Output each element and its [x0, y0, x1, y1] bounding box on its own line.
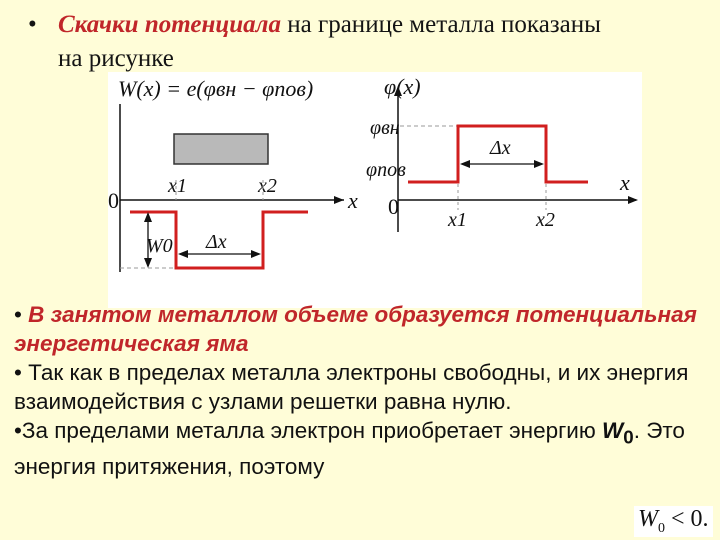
- w0-arrow-bottom: [144, 258, 152, 268]
- right-origin: 0: [388, 194, 399, 219]
- right-x2-label: x2: [535, 209, 555, 231]
- formula-symbol: W: [638, 506, 658, 532]
- energy-formula: W(x) = e(φвн − φпов): [118, 76, 313, 101]
- phi-axis-label: φ(x): [384, 74, 421, 99]
- heading-emphasis: Скачки потенциала: [58, 11, 281, 38]
- formula-subscript: 0: [658, 520, 665, 536]
- left-x-arrow: [334, 196, 344, 204]
- heading-bullet: •: [28, 11, 37, 38]
- left-origin: 0: [108, 188, 119, 213]
- formula-rest: < 0.: [665, 506, 709, 532]
- right-dx-label: Δx: [489, 137, 511, 159]
- potential-figure: W(x) = e(φвн − φпов) 0 x x1 x2 W0 Δx: [108, 72, 642, 308]
- left-dx-arrow-left: [178, 250, 188, 258]
- heading-line2: на рисунке: [58, 45, 174, 72]
- bullet-3: •За пределами металла электрон приобрета…: [14, 416, 718, 481]
- potential-diagram: W(x) = e(φвн − φпов) 0 x x1 x2 W0 Δx: [108, 74, 638, 272]
- right-x-arrow: [628, 196, 638, 204]
- bullet-3-symbol: W: [602, 418, 624, 443]
- body-text: • В занятом металлом объеме образуется п…: [14, 300, 718, 481]
- right-x-label: x: [619, 170, 630, 195]
- metal-block: [173, 133, 269, 165]
- bullet-1-emphasis: В занятом металлом объеме образуется пот…: [14, 302, 697, 356]
- left-dx-arrow-right: [251, 250, 261, 258]
- bullet-3-text: •За пределами металла электрон приобрета…: [14, 418, 602, 443]
- left-x1-label: x1: [167, 175, 187, 197]
- bullet-1-marker: •: [14, 302, 29, 327]
- left-panel: W(x) = e(φвн − φпов) 0 x x1 x2 W0 Δx: [108, 76, 358, 272]
- left-x2-label: x2: [257, 175, 277, 197]
- bullet-1: • В занятом металлом объеме образуется п…: [14, 300, 718, 358]
- w0-arrow-top: [144, 212, 152, 222]
- bullet-2: • Так как в пределах металла электроны с…: [14, 360, 689, 414]
- potential-step-curve: [408, 124, 588, 184]
- right-dx-arrow-left: [460, 160, 470, 168]
- phi-in-label: φвн: [370, 117, 400, 139]
- w0-inequality: W0 < 0.: [634, 506, 713, 537]
- potential-well-curve: [130, 210, 308, 270]
- right-x1-label: x1: [447, 209, 467, 231]
- bullet-3-subscript: 0: [623, 426, 634, 448]
- heading-line1: на границе металла показаны: [280, 11, 601, 38]
- bullet-3-suffix: . Это энергия притяжения, поэтому: [14, 418, 685, 479]
- right-y-arrow: [394, 86, 402, 96]
- left-x-label: x: [347, 188, 358, 213]
- right-dx-arrow-right: [534, 160, 544, 168]
- right-panel: φ(x) φвн φпов Δx 0 x x1 x2: [366, 74, 638, 232]
- phi-surf-label: φпов: [366, 159, 406, 181]
- slide-heading: • Скачки потенциала на границе металла п…: [28, 8, 708, 76]
- left-dx-label: Δx: [205, 231, 227, 253]
- w0-label: W0: [146, 235, 173, 257]
